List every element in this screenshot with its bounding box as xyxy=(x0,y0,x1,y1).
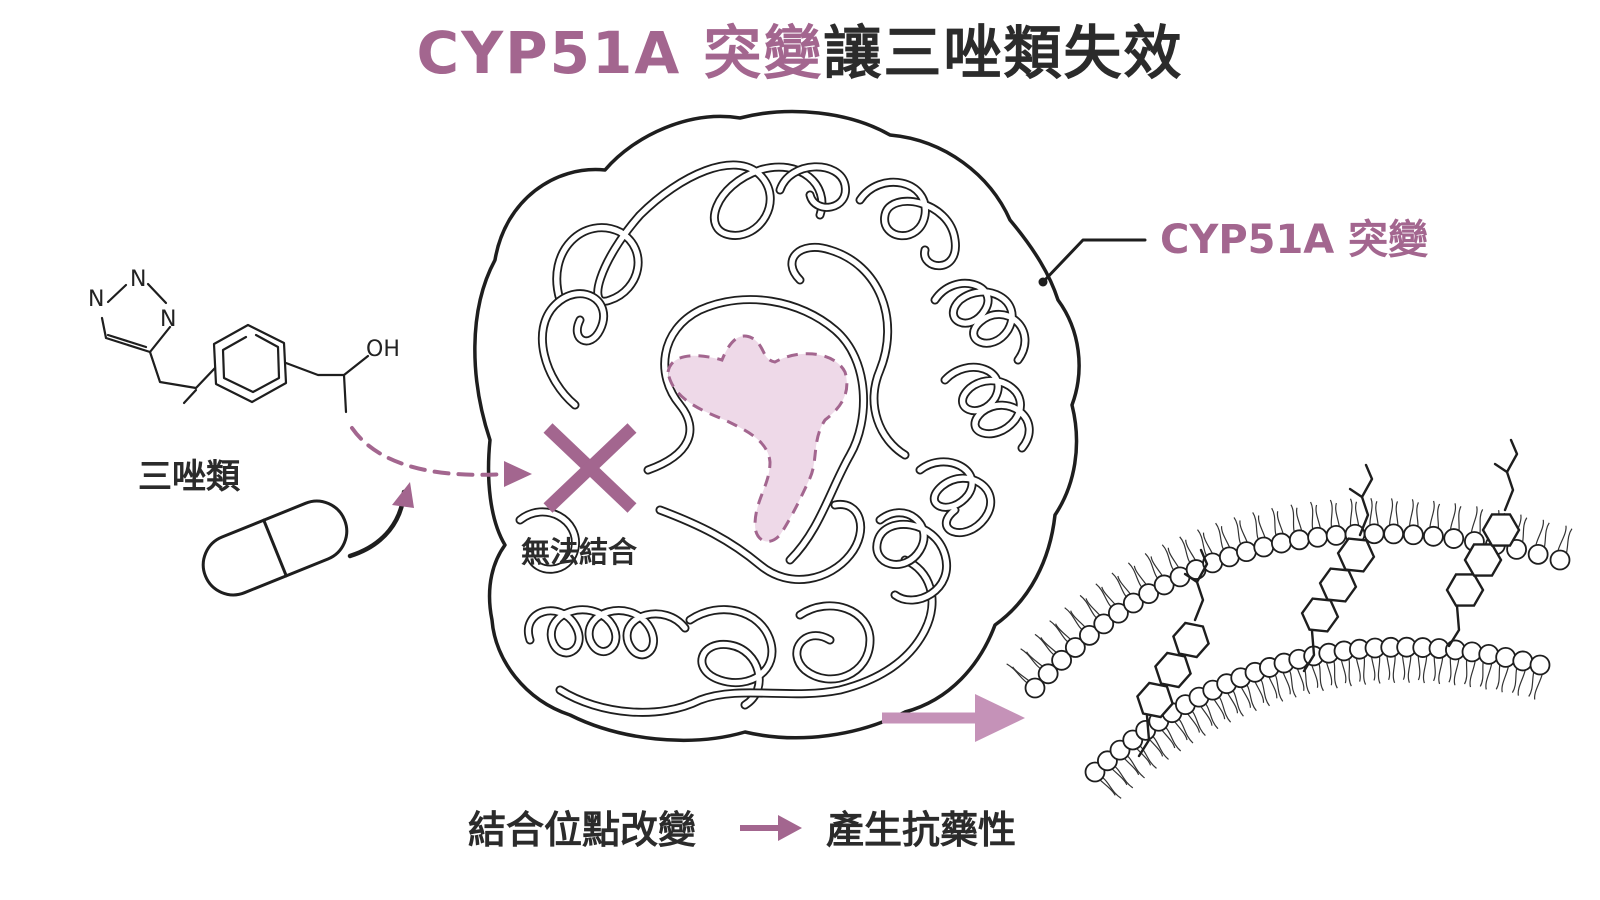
lipid-head xyxy=(1037,663,1059,685)
title-dark-part: 讓三唑類失效 xyxy=(823,19,1183,87)
lipid-head xyxy=(1051,649,1072,671)
sterol-side-chain xyxy=(1503,438,1519,512)
callout-dot xyxy=(1038,277,1048,287)
lipid-head xyxy=(1325,525,1347,546)
ribbon-strand-fill xyxy=(932,280,1028,363)
sterol-branch xyxy=(1183,572,1199,584)
bottom-result-label: 產生抗藥性 xyxy=(826,808,1016,852)
title-accent-part: CYP51A 突變 xyxy=(417,19,824,87)
sterol-ring xyxy=(1154,651,1192,689)
lipid-head xyxy=(1093,613,1115,635)
ribbon-strand-fill xyxy=(645,296,867,563)
no-binding-label: 無法結合 xyxy=(521,535,637,569)
protein-ribbon-strands xyxy=(515,160,1034,717)
lipid-head xyxy=(1495,646,1517,668)
atom-oh: OH xyxy=(366,337,400,362)
capsule-arrowhead xyxy=(392,482,414,508)
lipid-head xyxy=(1218,546,1240,568)
ribbon-strand-fill xyxy=(554,162,825,304)
protein-outline xyxy=(473,109,1081,743)
sterol-branch xyxy=(1493,462,1509,474)
molecule-dashed-arrow xyxy=(350,426,507,477)
sterol-ring xyxy=(1463,543,1503,577)
ribbon-strand-fill xyxy=(917,459,994,536)
lipid-head xyxy=(1478,643,1500,665)
sterol-tail xyxy=(1302,629,1316,673)
lipid-head xyxy=(1236,541,1257,563)
atom-n-3: N xyxy=(160,307,176,332)
x-block-icon xyxy=(543,423,637,513)
sterol-molecule xyxy=(1445,438,1521,648)
sterol-molecule xyxy=(1136,548,1210,758)
lipid-head xyxy=(1024,677,1046,699)
lipid-head xyxy=(1079,624,1100,646)
ribbon-strand-fill xyxy=(517,509,579,572)
lipid-head xyxy=(1443,528,1465,549)
molecule-arrowhead xyxy=(504,461,532,487)
arrow-right-icon xyxy=(740,815,802,841)
lipid-head xyxy=(1461,641,1483,663)
lipid-head xyxy=(1138,583,1159,605)
bottom-cause-label: 結合位點改變 xyxy=(468,808,696,852)
lipid-head xyxy=(1064,637,1086,658)
lipid-head xyxy=(1383,523,1404,545)
atom-n-1: N xyxy=(88,287,104,312)
sterol-ring xyxy=(1136,681,1174,719)
ribbon-strand-fill xyxy=(657,501,864,583)
callout-leader-line xyxy=(1041,238,1147,284)
lipid-head xyxy=(1108,602,1129,624)
sterol-branch xyxy=(1348,487,1364,499)
diagram-title: CYP51A 突變讓三唑類失效 xyxy=(417,19,1184,87)
atom-n-2: N xyxy=(130,267,146,292)
lipid-head xyxy=(1253,536,1275,558)
membrane-arrow xyxy=(882,694,1025,742)
sterol-ring xyxy=(1481,513,1521,547)
ribbon-strand-fill xyxy=(777,164,849,211)
ribbon-strand-fill xyxy=(687,606,775,708)
lipid-head xyxy=(1527,543,1549,565)
lipid-head xyxy=(1423,525,1444,547)
sterol-ring xyxy=(1336,537,1376,573)
ribbon-strand-fill xyxy=(789,244,908,458)
lipid-head xyxy=(1512,650,1534,672)
lipid-head xyxy=(1402,524,1424,546)
ribbon-strand-fill xyxy=(794,603,873,682)
ribbon-strand-fill xyxy=(557,557,935,715)
mutation-callout-label: CYP51A 突變 xyxy=(1160,217,1428,263)
sterol-ring xyxy=(1172,621,1210,659)
ribbon-strand-fill xyxy=(942,364,1032,451)
cell-membrane-bilayer xyxy=(1006,438,1573,799)
lipid-head xyxy=(1549,549,1571,571)
drug-name-label: 三唑類 xyxy=(138,457,241,497)
sterol-tail xyxy=(1137,714,1151,758)
ribbon-strand-fill xyxy=(874,510,950,603)
lipid-head xyxy=(1271,532,1292,554)
ribbon-strand-fill xyxy=(857,179,958,269)
sterol-tail xyxy=(1447,604,1461,648)
sterol-molecule xyxy=(1300,463,1376,673)
ribbon-strand-fill xyxy=(525,607,688,658)
lipid-head xyxy=(1122,592,1144,614)
lipid-head xyxy=(1529,654,1551,676)
ribbon-strand-outline xyxy=(855,177,960,271)
lipid-head xyxy=(1307,526,1328,548)
binding-pocket xyxy=(666,334,849,543)
capsule-pill-icon xyxy=(201,499,349,597)
sterol-ring xyxy=(1445,573,1485,607)
triazole-molecule-icon: N N N OH xyxy=(88,267,400,414)
cyp51a-protein-ribbon xyxy=(473,109,1081,743)
ribbon-strand-fill xyxy=(539,291,607,408)
sterol-ring xyxy=(1318,567,1358,603)
sterol-ring xyxy=(1300,597,1340,633)
lipid-head xyxy=(1288,529,1310,551)
